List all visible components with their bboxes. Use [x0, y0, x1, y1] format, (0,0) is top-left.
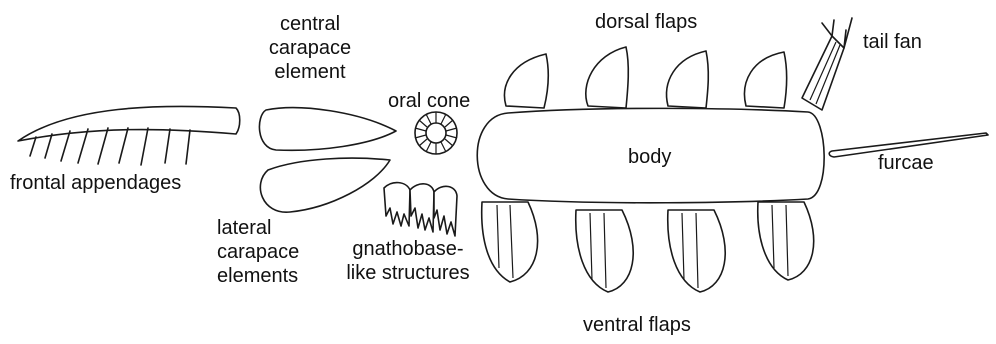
- central-carapace-label: central carapace element: [263, 12, 357, 84]
- ventral-flap: [758, 202, 814, 280]
- dorsal-flaps: [505, 47, 787, 108]
- gnathobase-like-structures: [384, 183, 457, 236]
- ventral-flap: [482, 202, 538, 282]
- lateral-carapace-label-line: elements: [217, 264, 299, 288]
- gnathobase-label: gnathobase- like structures: [333, 237, 483, 285]
- central-carapace-label-line: carapace: [263, 36, 357, 60]
- frontal-appendage: [18, 106, 240, 165]
- central-carapace-label-line: central: [263, 12, 357, 36]
- furcae-label: furcae: [878, 151, 934, 175]
- dorsal-flaps-label: dorsal flaps: [595, 10, 697, 34]
- ventral-flap: [576, 210, 633, 292]
- oral-cone-label: oral cone: [388, 89, 470, 113]
- lateral-carapace-element: [260, 158, 390, 212]
- tail-fan-label: tail fan: [863, 30, 922, 54]
- oral-cone: [415, 112, 457, 154]
- ventral-flap: [668, 210, 725, 292]
- lateral-carapace-label-line: carapace: [217, 240, 299, 264]
- ventral-flaps-label: ventral flaps: [583, 313, 691, 337]
- gnathobase-label-line: gnathobase-: [333, 237, 483, 261]
- tail-fan: [802, 18, 852, 110]
- gnathobase-label-line: like structures: [333, 261, 483, 285]
- lateral-carapace-label-line: lateral: [217, 216, 299, 240]
- frontal-appendages-label: frontal appendages: [10, 171, 181, 195]
- central-carapace-element: [259, 108, 396, 151]
- lateral-carapace-label: lateral carapace elements: [217, 216, 299, 288]
- central-carapace-label-line: element: [263, 60, 357, 84]
- body-label: body: [628, 145, 671, 169]
- ventral-flaps: [482, 202, 814, 292]
